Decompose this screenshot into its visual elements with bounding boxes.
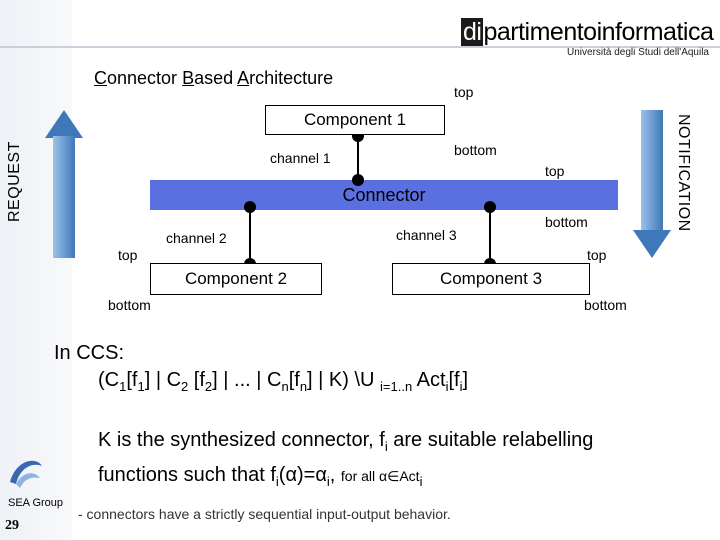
connector-port-dot-right (484, 201, 496, 213)
top-label-connector: top (545, 163, 565, 179)
channel3-label: channel 3 (396, 227, 457, 243)
top-label-component3: top (587, 247, 607, 263)
channel2-label: channel 2 (166, 230, 227, 246)
request-label: REQUEST (6, 141, 23, 222)
component3-box: Component 3 (392, 263, 590, 295)
notification-arrow-head-icon (633, 230, 671, 258)
connector-box: Connector (150, 180, 618, 210)
notification-arrow-shaft (641, 110, 663, 232)
channel1-line (357, 136, 359, 200)
top-label-component1: top (454, 84, 474, 100)
bullet-sequential-behavior: - connectors have a strictly sequential … (78, 506, 451, 522)
channel2-line (249, 205, 251, 263)
channel1-label: channel 1 (270, 150, 331, 166)
ccs-formula: (C1[f1] | C2 [f2] | ... | Cn[fn] | K) \U… (98, 369, 469, 394)
page-number: 29 (5, 518, 19, 533)
sea-group-logo-icon (10, 460, 42, 488)
notification-label: NOTIFICATION (675, 114, 692, 232)
bottom-label-component2: bottom (108, 297, 151, 313)
bottom-label-connector: bottom (545, 214, 588, 230)
ccs-heading: In CCS: (54, 342, 125, 364)
connector-port-dot-left (244, 201, 256, 213)
left-decoration-strip (0, 0, 72, 540)
slide-title: Connector Based Architecture (94, 68, 334, 88)
request-arrow-head-icon (45, 110, 83, 138)
header-rule (0, 46, 720, 48)
bottom-label-component1: bottom (454, 142, 497, 158)
component1-box: Component 1 (265, 105, 445, 135)
component2-box: Component 2 (150, 263, 322, 295)
top-label-component2: top (118, 247, 138, 263)
channel3-line (489, 205, 491, 263)
k-explanation: K is the synthesized connector, fi are s… (98, 426, 593, 496)
sea-group-label: SEA Group (8, 497, 64, 509)
logo-wordmark: dipartimentoinformatica (461, 18, 714, 46)
logo-subtitle: Università degli Studi dell'Aquila (567, 47, 709, 58)
bottom-label-component3: bottom (584, 297, 627, 313)
connector-top-port-dot (352, 174, 364, 186)
request-arrow-shaft (53, 136, 75, 258)
k-explanation-line2: functions such that fi(α)=αi, for all α∈… (98, 464, 423, 489)
department-logo: dipartimentoinformatica Università degli… (461, 14, 714, 64)
k-explanation-line1: K is the synthesized connector, fi are s… (98, 429, 594, 454)
